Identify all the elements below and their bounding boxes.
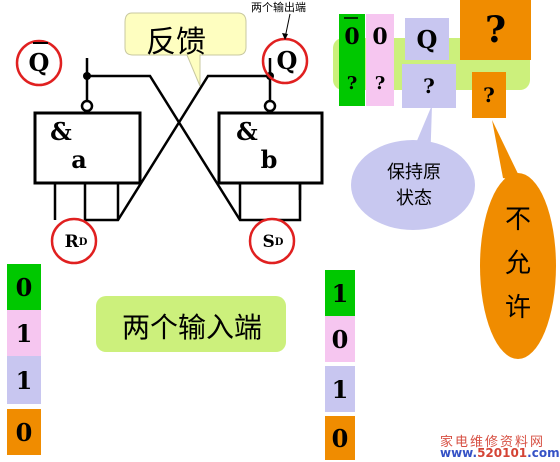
left-input-4: 0 [15, 417, 33, 447]
right-input-cell-2 [325, 316, 355, 362]
gate-a-inversion-bubble [80, 99, 94, 113]
truth-r2c2: ? [374, 72, 386, 94]
right-input-1: 1 [331, 278, 349, 308]
truth-cell-r2c3 [402, 64, 456, 108]
rd-label-sub: D [78, 236, 88, 248]
truth-r1c2: 0 [372, 24, 388, 50]
left-input-2: 1 [15, 318, 33, 348]
watermark-url-number: 520101 [477, 446, 528, 460]
q-label: Q [276, 45, 298, 75]
left-input-cell-3 [7, 356, 41, 404]
truth-cell-r2c1 [339, 60, 365, 106]
keep-state-label: 保持原 状态 [387, 162, 441, 209]
output-wires [53, 58, 302, 222]
truth-r1c3: Q [416, 24, 438, 54]
right-input-cell-3 [325, 366, 355, 412]
truth-cell-r1c2 [366, 14, 394, 60]
left-input-cell-4 [7, 409, 41, 455]
truth-r2c4: ? [483, 83, 495, 107]
gate-b-name: b [260, 144, 278, 174]
gate-a-name: a [71, 144, 87, 174]
feedback-label: 反馈 [146, 25, 206, 60]
left-input-1: 0 [15, 272, 33, 302]
sd-label-main: S [262, 232, 275, 252]
watermark-url: www.520101.com [440, 446, 560, 460]
left-input-cell-2 [7, 310, 41, 356]
watermark-title: 家电维修资料网 [440, 435, 546, 450]
truth-cell-r1c3 [405, 18, 449, 60]
feedback-callout [124, 12, 247, 87]
truth-r1c1: 0 [344, 24, 360, 50]
two-inputs-label-box [96, 296, 286, 352]
truth-r1c4: ? [484, 9, 507, 51]
watermark-url-suffix: .com [527, 446, 560, 460]
truth-cell-r1c4 [460, 0, 531, 60]
not-allowed-callout-tail [492, 120, 522, 182]
output-annotation-arrowhead [282, 33, 288, 40]
right-input-2: 0 [331, 324, 349, 354]
right-input-4: 0 [331, 423, 349, 453]
right-input-cell-1 [325, 270, 355, 316]
keep-state-callout [351, 140, 475, 230]
sd-label-sub: D [274, 236, 284, 248]
nand-gate-b [217, 111, 324, 185]
rd-input-circle [50, 217, 98, 265]
right-input-cell-4 [325, 416, 355, 460]
not-allowed-callout [480, 173, 556, 359]
gate-b-symbol: & [236, 116, 258, 146]
qbar-output-circle [15, 39, 63, 87]
truth-r2c3: ? [423, 74, 435, 98]
truth-cell-r2c4 [472, 72, 506, 118]
gate-a-symbol: & [50, 116, 72, 146]
gate-b-inversion-bubble [263, 99, 277, 113]
sd-input-circle [248, 217, 296, 265]
two-inputs-label: 两个输入端 [121, 311, 262, 344]
truth-cell-r2c2 [366, 60, 394, 106]
truth-cell-r1c1 [339, 14, 365, 60]
left-input-cell-1 [7, 264, 41, 310]
watermark-url-prefix: www. [440, 446, 478, 460]
nand-gate-a [33, 111, 142, 185]
truth-r2c1: ? [346, 72, 358, 94]
left-input-3: 1 [15, 365, 33, 395]
rd-label-main: R [64, 232, 79, 252]
output-annotation: 两个输出端 [251, 1, 306, 14]
qbar-label: Q [28, 47, 50, 77]
right-input-3: 1 [331, 374, 349, 404]
not-allowed-label: 不 允 许 [504, 205, 531, 323]
junction-dot-left [83, 72, 91, 80]
